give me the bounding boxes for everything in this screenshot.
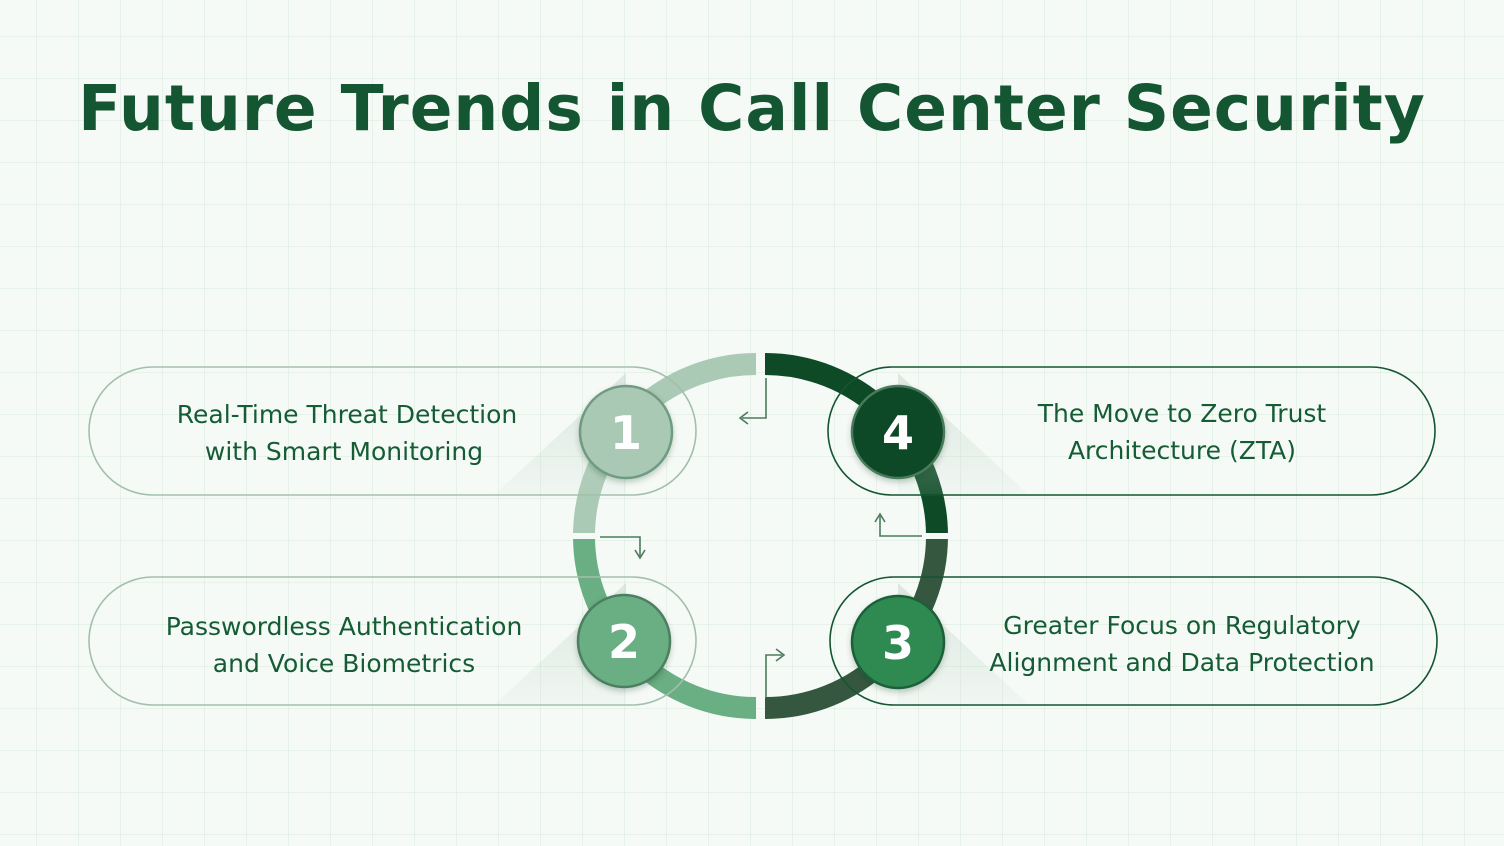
step-1-text-line-1: Real-Time Threat Detection: [177, 400, 518, 429]
step-pills: [88, 366, 1438, 706]
badge-step-3-number: 3: [882, 616, 914, 670]
arrow-left-head: [634, 549, 646, 560]
step-3-text-line-2: Alignment and Data Protection: [989, 648, 1374, 677]
badge-step-2-circle: [576, 593, 672, 689]
arrow-right: [879, 516, 922, 537]
page-title: Future Trends in Call Center Security: [78, 72, 1426, 145]
pill-step-1: [88, 366, 697, 496]
step-texts: Real-Time Threat Detection with Smart Mo…: [166, 399, 1375, 678]
badge-step-4: 4: [850, 384, 946, 480]
pill-step-3: [829, 576, 1438, 706]
pill-step-4: [827, 366, 1436, 496]
pill-step-2: [88, 576, 697, 706]
badge-step-3: 3: [850, 594, 946, 690]
step-1-text-line-2: with Smart Monitoring: [205, 437, 483, 466]
step-2-text-line-1: Passwordless Authentication: [166, 612, 523, 641]
arrow-top-left: [742, 378, 767, 419]
arrow-right-head: [874, 512, 886, 523]
step-2-text-line-2: and Voice Biometrics: [213, 649, 475, 678]
badge-step-1-circle: [578, 384, 674, 480]
badge-step-4-circle: [850, 384, 946, 480]
arrow-bottom: [765, 654, 782, 698]
arrow-top-left-head: [738, 411, 749, 425]
step-3-text-line-1: Greater Focus on Regulatory: [1003, 611, 1361, 640]
step-badges: 1 2 3 4: [576, 384, 946, 690]
arrow-bottom-head: [775, 648, 786, 662]
badge-step-1-number: 1: [610, 406, 642, 460]
step-4-text-line-2: Architecture (ZTA): [1068, 436, 1296, 465]
step-4-text-line-1: The Move to Zero Trust: [1037, 399, 1327, 428]
badge-step-4-number: 4: [882, 406, 914, 460]
badge-step-3-circle: [850, 594, 946, 690]
badge-step-2: 2: [576, 593, 672, 689]
badge-step-1: 1: [578, 384, 674, 480]
arrow-left: [600, 536, 641, 556]
badge-step-2-number: 2: [608, 615, 640, 669]
flow-arrows: [600, 378, 922, 698]
